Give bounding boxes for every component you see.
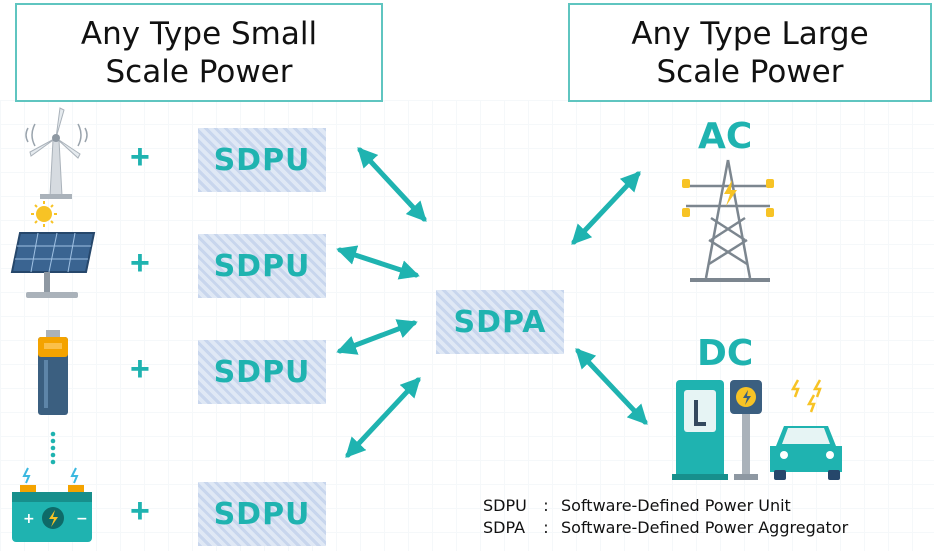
electric-car-icon [770,379,842,480]
plus-sign-3: + [130,350,150,388]
sdpu-box-1: SDPU [198,128,326,192]
legend-sdpu-sep: : [543,496,549,515]
legend-sdpu: SDPU: Software-Defined Power Unit [483,496,791,515]
small-scale-title: Any Type Small Scale Power [15,3,383,102]
legend-sdpa-sep: : [543,518,549,537]
legend-sdpu-abbr: SDPU [483,496,527,515]
ev-charger-icon [672,380,762,480]
sdpa-box: SDPA [436,290,564,354]
plus-sign-1: + [130,138,150,176]
large-scale-title: Any Type Large Scale Power [568,3,932,102]
arrow-sdpa-ac [571,171,641,245]
sdpu-box-3: SDPU [198,340,326,404]
plus-sign-2: + [130,244,150,282]
sdpu-box-2: SDPU [198,234,326,298]
ellipsis-dots-icon [50,431,56,465]
car-battery-icon: + − [12,467,92,542]
ac-label: AC [698,116,753,157]
large-title-line1: Any Type Large [631,15,869,52]
solar-panel-icon [10,201,96,298]
arrow-sdpu4-sdpa [345,377,421,458]
plus-sign-4: + [130,492,150,530]
tower-insulators [682,179,774,217]
legend-sdpa-abbr: SDPA [483,518,526,537]
dc-label: DC [697,333,754,374]
svg-text:+: + [23,511,35,527]
legend-sdpu-desc: Software-Defined Power Unit [561,496,791,515]
large-title-line2: Scale Power [656,53,844,90]
svg-text:−: − [76,511,88,527]
small-title-line1: Any Type Small [80,15,318,52]
arrow-sdpu3-sdpa [336,319,418,355]
arrow-sdpa-dc [575,348,648,425]
small-title-line2: Scale Power [105,53,293,90]
transmission-tower-icon [686,159,770,282]
legend-sdpa: SDPA: Software-Defined Power Aggregator [483,518,848,537]
arrow-sdpu2-sdpa [336,245,420,280]
legend-sdpa-desc: Software-Defined Power Aggregator [561,518,849,537]
arrows [336,147,648,458]
battery-icon [38,330,68,415]
arrow-sdpu1-sdpa [357,147,427,222]
sdpu-box-4: SDPU [198,482,326,546]
wind-turbine-icon [25,107,88,199]
